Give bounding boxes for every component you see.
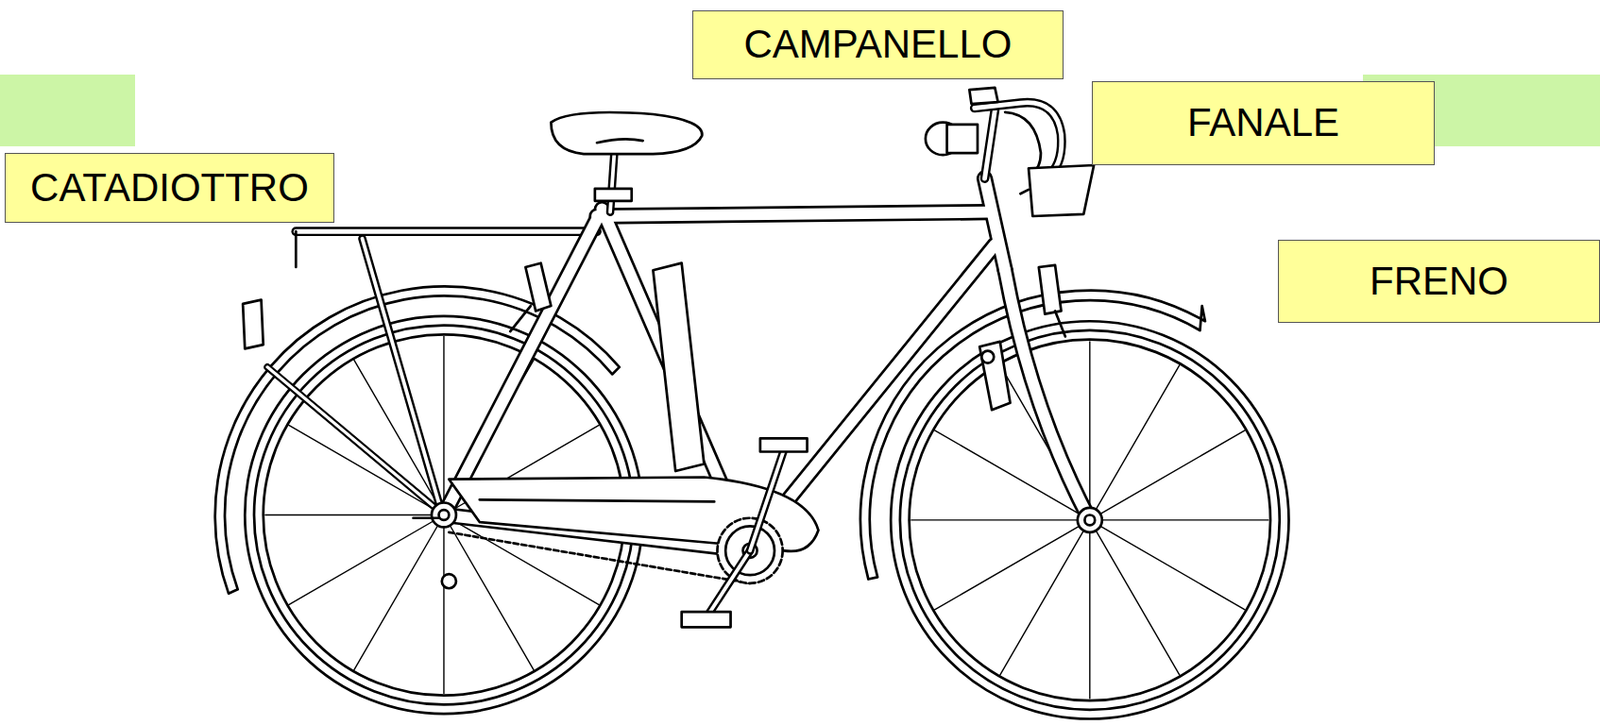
part-label-box: FANALE [1091, 81, 1435, 166]
part-name: CATADIOTTRO [30, 166, 309, 210]
part-name: FRENO [1369, 259, 1509, 304]
part-label-box: FRENO [1277, 239, 1600, 324]
part-name: FANALE [1187, 101, 1340, 145]
green-band [0, 74, 136, 147]
part-name: CAMPANELLO [744, 22, 1013, 67]
part-label-box: CATADIOTTRO [4, 153, 335, 223]
part-label-box: CAMPANELLO [692, 10, 1064, 80]
